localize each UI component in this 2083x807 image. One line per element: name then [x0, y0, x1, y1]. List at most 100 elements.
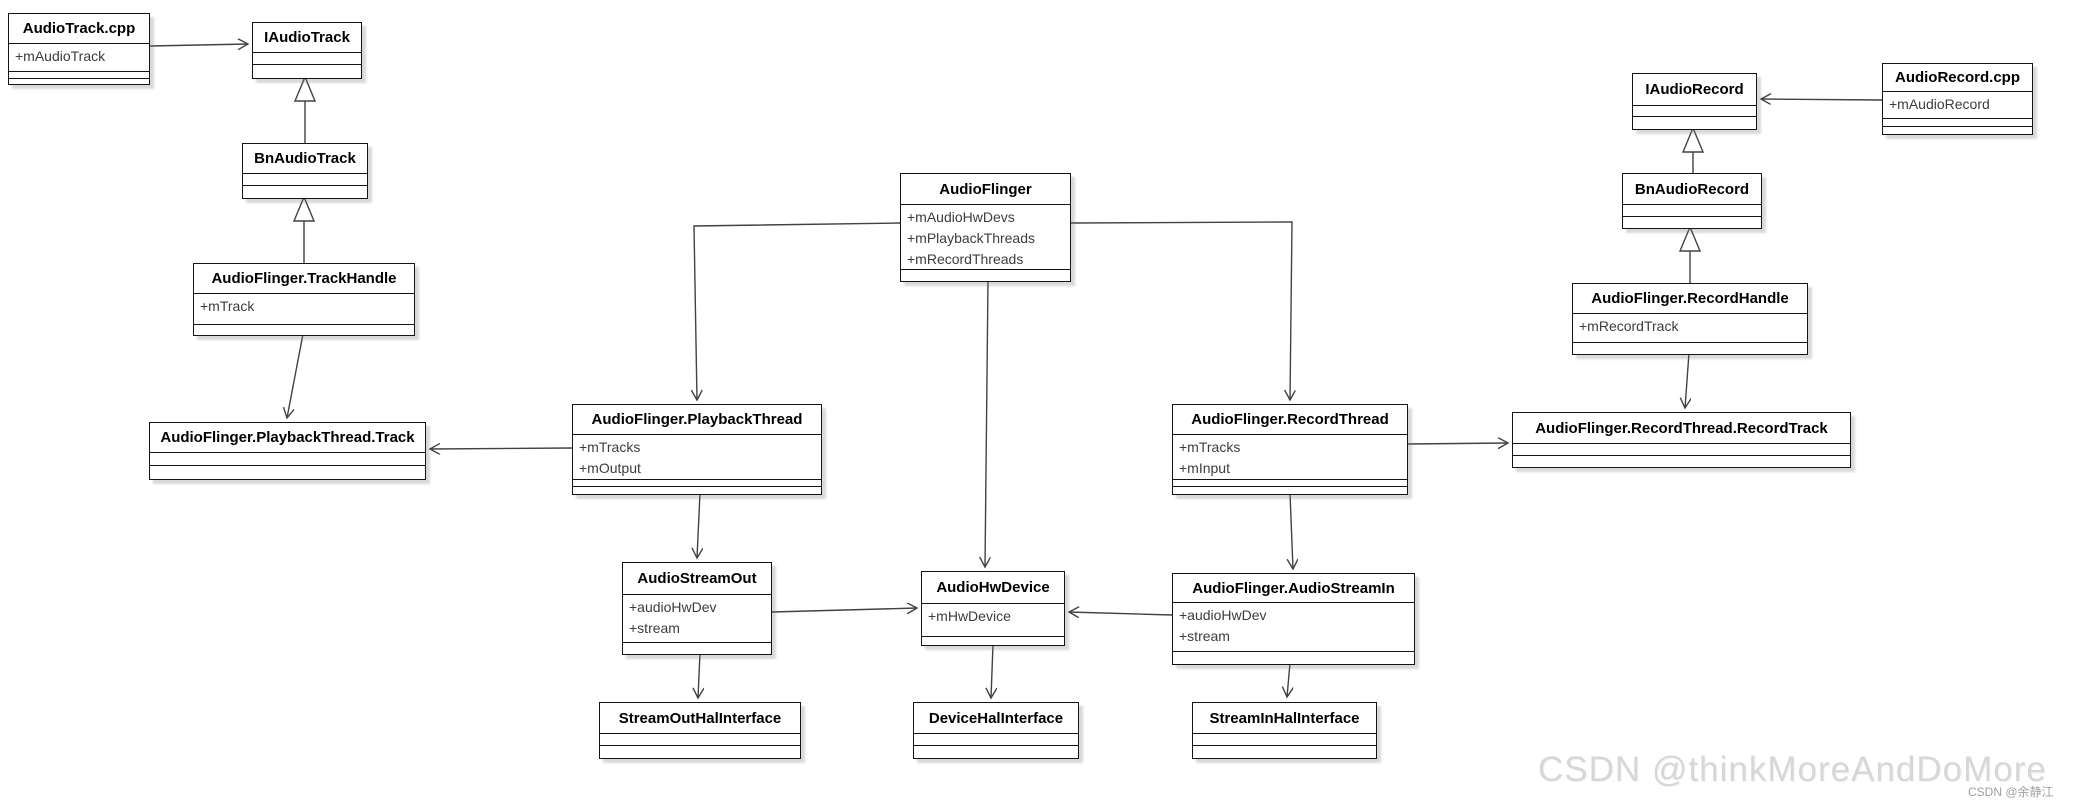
- class-audiotrack-cpp: AudioTrack.cpp +mAudioTrack: [8, 13, 150, 85]
- class-attribute: +mInput: [1179, 460, 1230, 476]
- class-attribute: +mAudioTrack: [15, 48, 106, 64]
- edge-audiohwdevice-to-devicehal: [991, 643, 993, 698]
- class-playbackthread: AudioFlinger.PlaybackThread+mTracks+mOut…: [572, 404, 822, 495]
- class-title: AudioHwDevice: [936, 579, 1050, 596]
- class-attribute: +mPlaybackThreads: [907, 230, 1036, 246]
- edge-audiotrack-cpp-to-iaudiotrack: [149, 44, 248, 46]
- class-attributes: +mAudioTrack: [9, 43, 149, 71]
- edge-audioflinger-to-recordthread: [1070, 221, 1292, 400]
- empty-compartment: [1513, 455, 1850, 467]
- edge-recordthread-to-audiostreamin: [1290, 492, 1293, 569]
- generalization-triangle-icon: [292, 195, 316, 222]
- csdn-watermark-large: CSDN @thinkMoreAndDoMore: [1538, 750, 2047, 789]
- class-title: DeviceHalInterface: [928, 709, 1064, 727]
- empty-compartment: [9, 71, 149, 78]
- edge-audiostreamout-to-audiohwdevice: [771, 608, 917, 612]
- class-attribute: +audioHwDev: [629, 599, 717, 615]
- empty-compartment: [243, 173, 367, 185]
- class-attribute: +audioHwDev: [1179, 607, 1267, 623]
- class-attributes: +mHwDevice: [922, 603, 1064, 636]
- class-title: AudioTrack.cpp: [22, 20, 136, 37]
- edge-audioflinger-to-audiohwdevice: [985, 279, 988, 567]
- edge-playbackthread-to-audiostreamout: [697, 492, 700, 558]
- class-streamouthal: StreamOutHalInterface: [599, 702, 801, 759]
- edge-audiostreamout-to-streamouthal: [698, 652, 700, 698]
- class-attributes: +mAudioRecord: [1883, 91, 2032, 118]
- generalization-triangle-icon: [1678, 225, 1702, 252]
- class-attribute: +mAudioHwDevs: [907, 209, 1015, 225]
- class-playbackthread-track: AudioFlinger.PlaybackThread.Track: [149, 422, 426, 480]
- class-attribute: +mRecordThreads: [907, 251, 1024, 267]
- class-devicehal: DeviceHalInterface: [913, 702, 1079, 759]
- class-attributes: +mTracks+mOutput: [573, 434, 821, 479]
- class-title: AudioFlinger.RecordThread.RecordTrack: [1535, 419, 1828, 437]
- edge-recordhandle-to-recordtrack: [1685, 352, 1689, 408]
- class-recordthread: AudioFlinger.RecordThread +mTracks +mInput: [1172, 404, 1408, 495]
- class-attribute: +mOutput: [579, 460, 641, 476]
- empty-compartment: [600, 745, 800, 758]
- empty-compartment: [1883, 126, 2032, 134]
- class-bnaudiotrack: BnAudioTrack: [242, 143, 368, 199]
- class-attribute: +stream: [1179, 628, 1230, 644]
- empty-compartment: [1623, 216, 1761, 228]
- class-title: AudioRecord.cpp: [1894, 69, 2020, 86]
- class-title: StreamInHalInterface: [1209, 709, 1360, 727]
- class-attributes: +audioHwDev +stream: [623, 594, 771, 642]
- class-audioflinger: AudioFlinger +mAudioHwDevs +mPlaybackThrea…: [900, 173, 1071, 282]
- empty-compartment: [600, 733, 800, 745]
- empty-compartment: [1883, 118, 2032, 126]
- empty-compartment: [1623, 204, 1761, 216]
- class-attributes: +audioHwDev +stream: [1173, 602, 1414, 651]
- class-audiostreamin: AudioFlinger.AudioStreamIn +audioHwDev +st…: [1172, 573, 1415, 665]
- class-title: BnAudioRecord: [1634, 180, 1750, 198]
- class-title: AudioFlinger.AudioStreamIn: [1192, 579, 1395, 597]
- class-recordtrack: AudioFlinger.RecordThread.RecordTrack: [1512, 412, 1851, 468]
- class-title: IAudioTrack: [264, 29, 350, 46]
- class-title: AudioFlinger.TrackHandle: [211, 270, 397, 287]
- empty-compartment: [914, 733, 1078, 745]
- empty-compartment: [1573, 342, 1807, 354]
- empty-compartment: [1173, 479, 1407, 486]
- edge-playbackthread-to-playbackthread-track: [430, 448, 573, 449]
- empty-compartment: [194, 324, 414, 335]
- class-title: AudioFlinger.PlaybackThread.Track: [160, 429, 415, 446]
- edge-audioflinger-to-playbackthread: [694, 222, 901, 400]
- class-trackhandle: AudioFlinger.TrackHandle +mTrack: [193, 263, 415, 336]
- empty-compartment: [9, 78, 149, 84]
- generalization-triangle-icon: [1681, 126, 1705, 153]
- empty-compartment: [573, 486, 821, 494]
- class-attributes: +mAudioHwDevs +mPlaybackThreads +mRecordTh…: [901, 204, 1070, 269]
- class-attribute: +mTrack: [200, 298, 255, 314]
- empty-compartment: [1633, 105, 1756, 116]
- class-title: AudioFlinger: [939, 180, 1032, 198]
- empty-compartment: [1513, 443, 1850, 455]
- class-audiohwdevice: AudioHwDevice +mHwDevice: [921, 571, 1065, 646]
- empty-compartment: [150, 465, 425, 479]
- empty-compartment: [1173, 651, 1414, 664]
- edge-audiostreamin-to-streaminhal: [1287, 662, 1290, 697]
- class-title: StreamOutHalInterface: [618, 709, 782, 727]
- edge-recordthread-to-recordtrack: [1407, 443, 1508, 444]
- class-title: AudioFlinger.RecordThread: [1191, 411, 1389, 428]
- empty-compartment: [150, 452, 425, 465]
- class-attribute: +mTracks: [1179, 439, 1241, 455]
- class-attribute: +mAudioRecord: [1889, 96, 1990, 112]
- empty-compartment: [243, 185, 367, 198]
- csdn-watermark-small: CSDN @余静江: [1968, 785, 2054, 799]
- empty-compartment: [1633, 116, 1756, 129]
- class-attributes: +mTracks +mInput: [1173, 434, 1407, 479]
- class-iaudiotrack: IAudioTrack: [252, 22, 362, 79]
- class-attribute: +stream: [629, 620, 680, 636]
- empty-compartment: [1193, 733, 1376, 745]
- generalization-triangle-icon: [293, 75, 317, 102]
- empty-compartment: [253, 64, 361, 78]
- class-title: IAudioRecord: [1645, 81, 1744, 98]
- class-attributes: +mTrack: [194, 293, 414, 324]
- class-audiorecord-cpp: AudioRecord.cpp +mAudioRecord: [1882, 63, 2033, 135]
- class-audiostreamout: AudioStreamOut+audioHwDev+stream: [622, 562, 772, 655]
- class-iaudiorecord: IAudioRecord: [1632, 73, 1757, 130]
- class-recordhandle: AudioFlinger.RecordHandle+mRecordTrack: [1572, 283, 1808, 355]
- empty-compartment: [623, 642, 771, 654]
